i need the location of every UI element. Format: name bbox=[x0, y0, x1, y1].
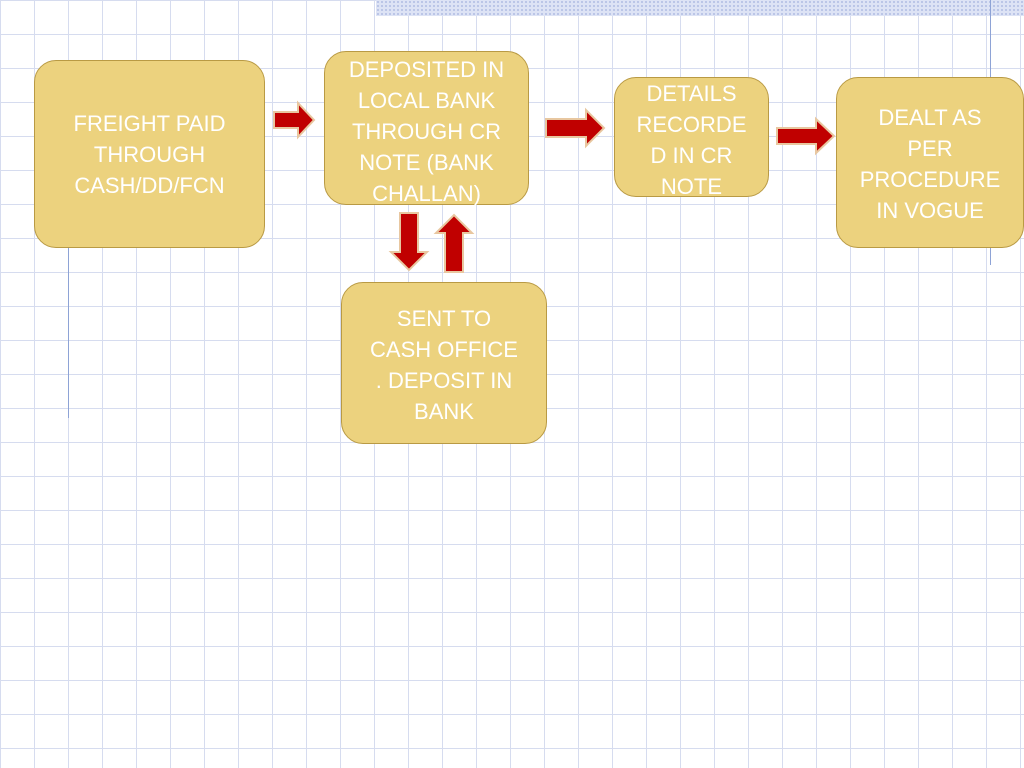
arrow-right-icon bbox=[545, 107, 606, 149]
node-details-recorded: DETAILS RECORDE D IN CR NOTE bbox=[614, 77, 769, 199]
arrow-right-icon bbox=[273, 100, 316, 140]
node-sent-to-cash-office-label: SENT TO CASH OFFICE . DEPOSIT IN BANK bbox=[370, 306, 518, 424]
node-dealt-as-per-procedure-label: DEALT AS PER PROCEDURE IN VOGUE bbox=[859, 105, 1001, 223]
node-details-recorded-label: DETAILS RECORDE D IN CR NOTE bbox=[636, 81, 747, 199]
node-deposited-local-bank-label: DEPOSITED IN LOCAL BANK THROUGH CR NOTE … bbox=[348, 57, 505, 206]
arrow-up-icon bbox=[433, 213, 475, 273]
node-deposited-local-bank: DEPOSITED IN LOCAL BANK THROUGH CR NOTE … bbox=[324, 51, 529, 206]
left-vertical-rule bbox=[68, 240, 69, 418]
node-freight-paid: FREIGHT PAID THROUGH CASH/DD/FCN bbox=[34, 60, 265, 248]
arrow-down-icon bbox=[388, 212, 430, 272]
arrow-right-icon bbox=[776, 116, 836, 156]
header-band bbox=[376, 0, 1024, 16]
node-freight-paid-label: FREIGHT PAID THROUGH CASH/DD/FCN bbox=[73, 110, 226, 198]
node-dealt-as-per-procedure: DEALT AS PER PROCEDURE IN VOGUE bbox=[836, 77, 1024, 248]
node-sent-to-cash-office: SENT TO CASH OFFICE . DEPOSIT IN BANK bbox=[341, 282, 547, 444]
